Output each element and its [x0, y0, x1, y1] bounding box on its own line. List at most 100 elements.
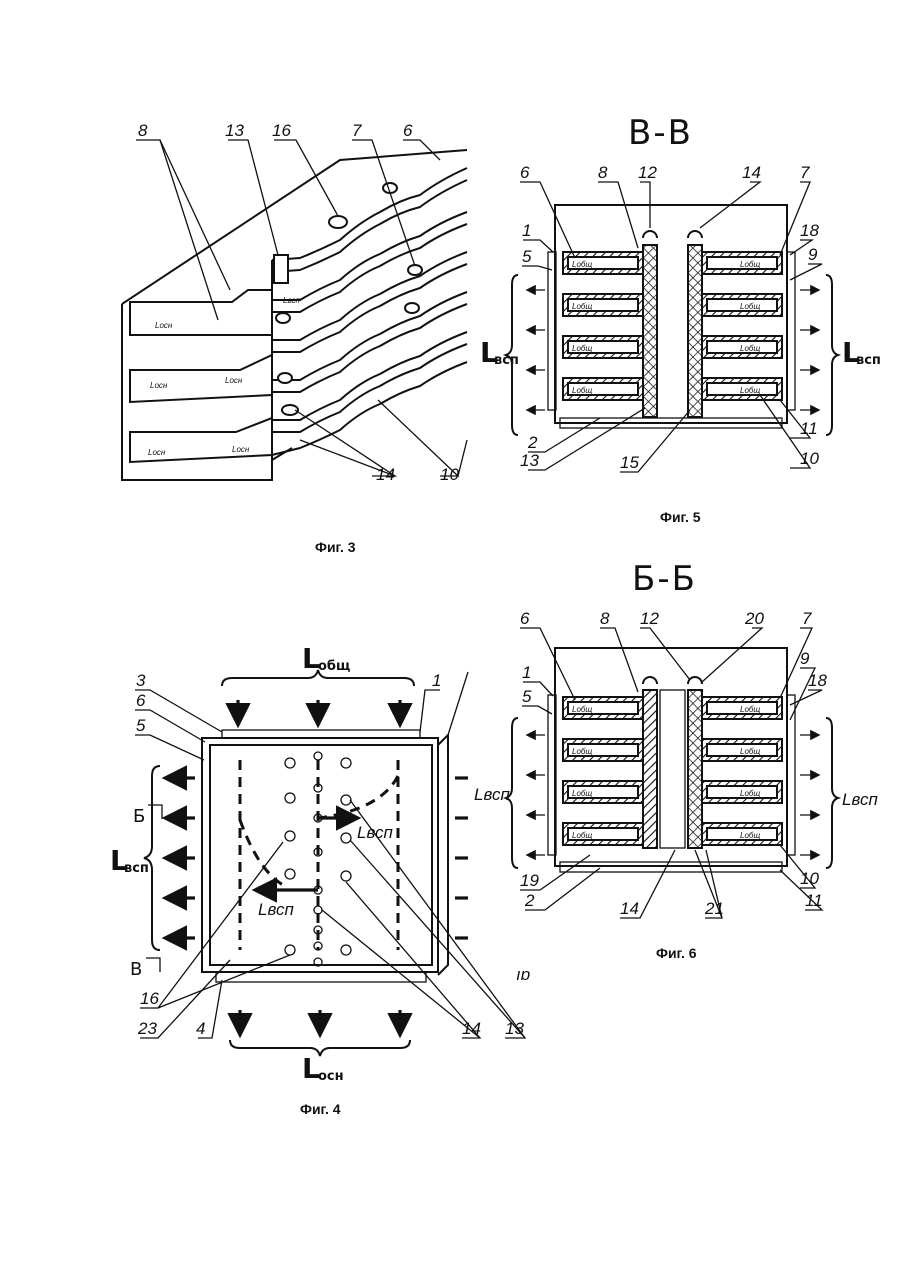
figure-5-aux-right-sub: всп [856, 353, 881, 368]
figure-3-label-13: 13 [225, 121, 244, 140]
figure-4-left-outflow [168, 778, 195, 938]
figure-6-plates [563, 697, 782, 845]
figure-3-label-14: 14 [376, 465, 395, 484]
figure-4-main-sub: осн [318, 1069, 344, 1084]
figure-4-label-6: 6 [136, 691, 146, 710]
figure-6-collector-left [643, 690, 657, 848]
figure-4-label-5: 5 [136, 716, 146, 735]
figure-5-common-3: Lобщ [572, 302, 592, 311]
figure-4-label-14: 14 [462, 1019, 481, 1038]
figure-3-flow-main-1: Lосн [155, 321, 173, 330]
figure-5: В-В Lобщ Lобщ Lобщ Lобщ Lобщ Lобщ Lоб [480, 113, 881, 525]
figure-6-label-11: 11 [805, 891, 823, 910]
figure-6-caption: Фиг. 6 [656, 945, 697, 961]
figure-6-common-6: Lобщ [740, 789, 760, 798]
figure-6-label-7: 7 [802, 609, 812, 628]
figure-4-holes [285, 752, 351, 966]
figure-5-label-9: 9 [808, 245, 818, 264]
figure-6-common-1: Lобщ [572, 705, 592, 714]
figure-6: Б-Б Lобщ Lобщ Lобщ Lобщ Lобщ Lобщ Lобщ L… [506, 559, 878, 984]
figure-6-collector-right [688, 690, 702, 848]
figure-6-label-12: 12 [640, 609, 659, 628]
figure-5-label-5: 5 [522, 247, 532, 266]
figure-5-collector-right [688, 245, 702, 417]
figure-5-common-6: Lобщ [740, 344, 760, 353]
figure-4-aux-inner-2: Lвсп [258, 900, 294, 919]
figure-4-label-3: 3 [136, 671, 146, 690]
figure-6-leaders [520, 628, 822, 918]
figure-6-label-19: 19 [520, 871, 539, 890]
figure-3-flow-aux: Lвсп [283, 296, 300, 305]
figure-6-common-2: Lобщ [740, 705, 760, 714]
figure-6-label-5: 5 [522, 687, 532, 706]
figure-4-aux-inner-1: Lвсп [357, 823, 393, 842]
figure-6-label-1: 1 [522, 663, 531, 682]
figure-5-aux-left-sub: всп [494, 353, 519, 368]
figure-3-label-7: 7 [352, 121, 362, 140]
figure-6-common-7: Lобщ [572, 831, 592, 840]
figure-3-flow-main-2: Lосн [150, 381, 168, 390]
figure-3-channels [130, 290, 272, 462]
figure-4-label-23: 23 [137, 1019, 157, 1038]
figure-4-flow-paths [240, 760, 398, 950]
figure-5-common-4: Lобщ [740, 302, 760, 311]
figure-4-leaders [135, 672, 525, 1038]
figure-6-label-2: 2 [524, 891, 535, 910]
figure-3-label-8: 8 [138, 121, 148, 140]
figure-5-plates [563, 252, 782, 400]
figure-6-label-18: 18 [808, 671, 827, 690]
figure-4-section-mark-b: Б [133, 806, 145, 827]
figure-4-right-marks [455, 778, 468, 938]
figure-6-common-5: Lобщ [572, 789, 592, 798]
figure-3-flow-main-4: Lосн [148, 448, 166, 457]
figure-6-common-8: Lобщ [740, 831, 760, 840]
figure-4-outflow-arrows [240, 1010, 400, 1032]
figure-5-label-10: 10 [800, 449, 819, 468]
figure-6-label-6: 6 [520, 609, 530, 628]
figure-5-section-title: В-В [628, 113, 693, 153]
figure-3-label-16: 16 [272, 121, 291, 140]
figure-3-plates [272, 168, 467, 480]
figure-5-collector-left [643, 245, 657, 417]
figure-4-caption: Фиг. 4 [300, 1101, 341, 1117]
figure-3: 8 13 16 7 6 14 10 Lосн Lосн Lосн Lосн Lо… [122, 121, 467, 555]
figure-3-caption: Фиг. 3 [315, 539, 356, 555]
figure-3-label-10: 10 [440, 465, 459, 484]
figure-4-label-1: 1 [432, 671, 441, 690]
figure-5-label-7: 7 [800, 163, 810, 182]
figure-5-caption: Фиг. 5 [660, 509, 701, 525]
figure-4-label-16: 16 [140, 989, 159, 1008]
figure-4-aux-right: Lвсп [474, 785, 510, 804]
figure-5-label-14: 14 [742, 163, 761, 182]
figure-5-common-5: Lобщ [572, 344, 592, 353]
figure-5-label-15: 15 [620, 453, 639, 472]
figure-5-label-18: 18 [800, 221, 819, 240]
figure-5-label-13: 13 [520, 451, 539, 470]
figure-5-label-6: 6 [520, 163, 530, 182]
figure-4-section-mark-v: В [130, 959, 142, 980]
figure-4-label-4: 4 [196, 1019, 205, 1038]
figure-6-stray-mark: ıɒ [516, 965, 530, 984]
figure-4-label-13: 13 [505, 1019, 524, 1038]
figure-5-flow-texts: Lобщ Lобщ Lобщ Lобщ Lобщ Lобщ Lобщ Lобщ [572, 260, 760, 395]
figure-6-label-9: 9 [800, 649, 810, 668]
figure-5-label-11: 11 [800, 419, 818, 438]
figure-3-flow-main-3: Lосн [225, 376, 243, 385]
figure-5-common-2: Lобщ [740, 260, 760, 269]
figure-6-label-21: 21 [704, 899, 724, 918]
figure-6-label-14: 14 [620, 899, 639, 918]
figure-5-common-8: Lобщ [740, 386, 760, 395]
figure-6-section-title: Б-Б [632, 559, 697, 599]
figure-6-label-20: 20 [744, 609, 764, 628]
figure-6-label-10: 10 [800, 869, 819, 888]
figure-6-common-4: Lобщ [740, 747, 760, 756]
figure-6-common-3: Lобщ [572, 747, 592, 756]
figure-5-label-2: 2 [527, 433, 538, 452]
figure-6-aux-right: Lвсп [842, 790, 878, 809]
figure-5-label-8: 8 [598, 163, 608, 182]
figure-4-inflow-arrows [238, 700, 400, 722]
figure-4-aux-left-sub: всп [124, 861, 149, 876]
figure-6-flow-texts: Lобщ Lобщ Lобщ Lобщ Lобщ Lобщ Lобщ Lобщ [572, 705, 760, 840]
figure-5-common-7: Lобщ [572, 386, 592, 395]
